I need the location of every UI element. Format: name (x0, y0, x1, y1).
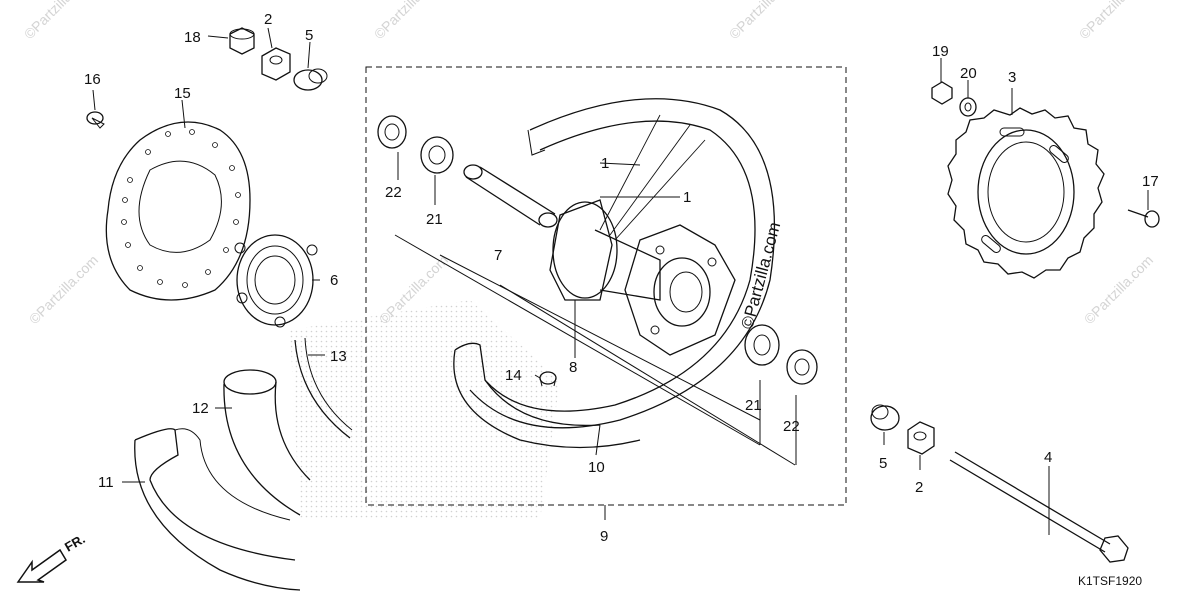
leader-lines (92, 27, 1149, 535)
label-11: 11 (98, 474, 114, 491)
label-22a: 22 (385, 184, 402, 201)
watermark-hub: ©Partzilla.com (738, 220, 785, 331)
part-19-nut (931, 81, 953, 105)
arrow-icon (16, 548, 67, 583)
part-13-rim-band (294, 337, 353, 439)
part-21-bearing-right (744, 324, 780, 366)
part-4-axle (949, 451, 1129, 563)
watermark-text: ©Partzilla.com (26, 252, 101, 327)
label-14: 14 (505, 367, 522, 384)
label-7: 7 (494, 247, 502, 264)
part-6-carrier (234, 234, 318, 328)
part-8-hub (549, 199, 736, 356)
label-22b: 22 (783, 418, 800, 435)
part-15-brake-disc (105, 121, 251, 301)
direction-label: FR. (62, 531, 88, 554)
part-11-tire (134, 428, 301, 591)
part-18-nut (229, 27, 255, 55)
label-15: 15 (174, 85, 191, 102)
wheel-spokes (599, 114, 706, 241)
part-5-collar-top (293, 68, 328, 91)
part-22-seal-left (377, 115, 407, 149)
watermark-text: ©Partzilla.com (371, 0, 446, 42)
logo-dotted-area (290, 300, 560, 520)
label-20: 20 (960, 65, 977, 82)
part-12-tube (223, 369, 311, 516)
label-16: 16 (84, 71, 101, 88)
part-labels: 1 1 2 2 3 4 5 5 6 7 8 9 10 11 12 13 14 1… (84, 11, 1159, 545)
label-6: 6 (330, 272, 338, 289)
part-16-bolt (86, 111, 105, 129)
diagram-code: K1TSF1920 (1078, 574, 1142, 588)
part-22-seal-right (786, 349, 818, 385)
label-1b: 1 (683, 189, 691, 206)
label-2-top: 2 (264, 11, 272, 28)
label-17: 17 (1142, 173, 1159, 190)
label-3: 3 (1008, 69, 1016, 86)
label-13: 13 (330, 348, 347, 365)
label-4: 4 (1044, 449, 1052, 466)
part-10-rim (453, 98, 776, 449)
watermark-text: ©Partzilla.com (21, 0, 96, 42)
label-2-bottom: 2 (915, 479, 923, 496)
watermark-text: ©Partzilla.com (726, 0, 801, 42)
watermark-text: ©Partzilla.com (1081, 252, 1156, 327)
label-10: 10 (588, 459, 605, 476)
part-2-adjuster-bottom (907, 421, 935, 455)
label-21b: 21 (745, 397, 762, 414)
label-1a: 1 (601, 155, 609, 172)
watermarks: ©Partzilla.com ©Partzilla.com ©Partzilla… (21, 0, 1156, 327)
wheel-assembly-box (365, 66, 847, 506)
label-12: 12 (192, 400, 209, 417)
label-18: 18 (184, 29, 201, 46)
label-5-top: 5 (305, 27, 313, 44)
label-8: 8 (569, 359, 577, 376)
watermark-text: ©Partzilla.com (1076, 0, 1151, 42)
part-17-bolt (1127, 209, 1160, 228)
part-5-collar-bottom (870, 404, 900, 431)
label-9: 9 (600, 528, 608, 545)
part-20-washer (959, 97, 977, 117)
direction-indicator: FR. (16, 531, 88, 583)
label-19: 19 (932, 43, 949, 60)
label-5-bottom: 5 (879, 455, 887, 472)
part-2-adjuster-top (261, 47, 291, 81)
label-21a: 21 (426, 211, 443, 228)
part-7-spacer (463, 164, 558, 228)
part-21-bearing-left (420, 136, 454, 174)
part-3-sprocket (947, 107, 1105, 279)
